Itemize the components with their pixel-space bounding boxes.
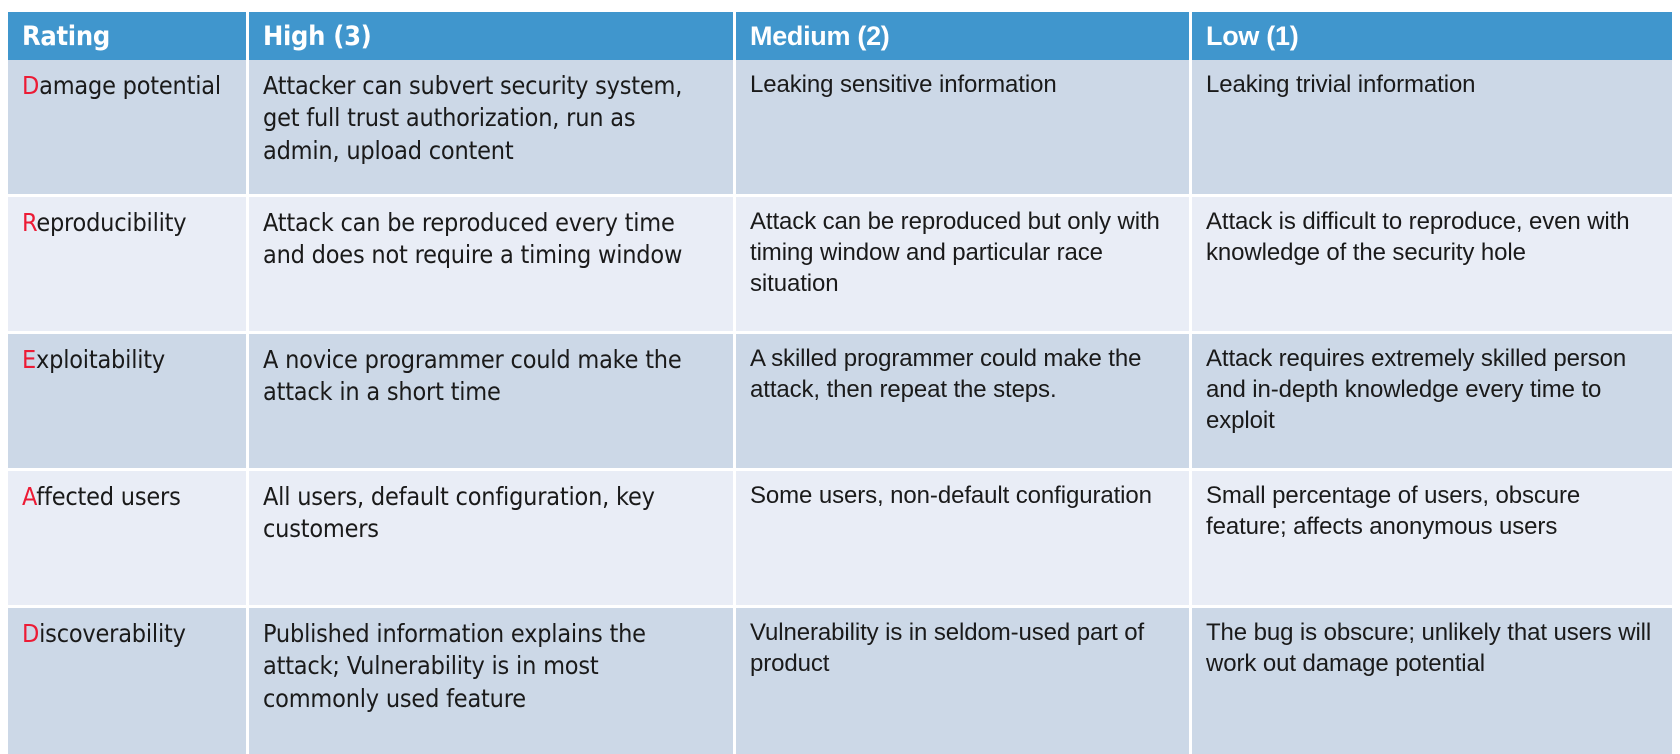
dread-initial-letter: A xyxy=(22,482,37,511)
cell-low: Attack requires extremely skilled person… xyxy=(1192,334,1672,471)
cell-medium: Some users, non-default configuration xyxy=(736,471,1192,608)
cell-high: Attacker can subvert security system, ge… xyxy=(249,60,736,197)
cell-rating: Reproducibility xyxy=(8,197,249,334)
dread-rating-table-container: Rating High (3) Medium (2) Low (1) Damag… xyxy=(8,12,1672,754)
cell-medium: Vulnerability is in seldom-used part of … xyxy=(736,608,1192,754)
column-header-low: Low (1) xyxy=(1192,12,1672,60)
column-header-rating: Rating xyxy=(8,12,249,60)
rating-label-rest: xploitability xyxy=(36,345,166,374)
dread-initial-letter: R xyxy=(22,208,37,237)
cell-low: The bug is obscure; unlikely that users … xyxy=(1192,608,1672,754)
cell-low: Leaking trivial information xyxy=(1192,60,1672,197)
cell-rating: Exploitability xyxy=(8,334,249,471)
dread-rating-table: Rating High (3) Medium (2) Low (1) Damag… xyxy=(8,12,1672,754)
table-row: Reproducibility Attack can be reproduced… xyxy=(8,197,1672,334)
cell-medium: Attack can be reproduced but only with t… xyxy=(736,197,1192,334)
table-body: Damage potential Attacker can subvert se… xyxy=(8,60,1672,754)
dread-initial-letter: D xyxy=(22,71,40,100)
column-header-high: High (3) xyxy=(249,12,736,60)
cell-high: A novice programmer could make the attac… xyxy=(249,334,736,471)
table-header: Rating High (3) Medium (2) Low (1) xyxy=(8,12,1672,60)
cell-high: Published information explains the attac… xyxy=(249,608,736,754)
column-header-medium: Medium (2) xyxy=(736,12,1192,60)
header-row: Rating High (3) Medium (2) Low (1) xyxy=(8,12,1672,60)
dread-initial-letter: E xyxy=(22,345,37,374)
cell-high: Attack can be reproduced every time and … xyxy=(249,197,736,334)
table-row: Damage potential Attacker can subvert se… xyxy=(8,60,1672,197)
cell-rating: Damage potential xyxy=(8,60,249,197)
cell-rating: Affected users xyxy=(8,471,249,608)
cell-low: Attack is difficult to reproduce, even w… xyxy=(1192,197,1672,334)
table-row: Affected users All users, default config… xyxy=(8,471,1672,608)
table-row: Exploitability A novice programmer could… xyxy=(8,334,1672,471)
dread-initial-letter: D xyxy=(22,619,40,648)
rating-label-rest: eproducibility xyxy=(36,208,187,237)
table-row: Discoverability Published information ex… xyxy=(8,608,1672,754)
cell-medium: A skilled programmer could make the atta… xyxy=(736,334,1192,471)
rating-label-rest: ffected users xyxy=(36,482,181,511)
cell-low: Small percentage of users, obscure featu… xyxy=(1192,471,1672,608)
rating-label-rest: amage potential xyxy=(39,71,221,100)
cell-rating: Discoverability xyxy=(8,608,249,754)
cell-high: All users, default configuration, key cu… xyxy=(249,471,736,608)
cell-medium: Leaking sensitive information xyxy=(736,60,1192,197)
rating-label-rest: iscoverability xyxy=(39,619,186,648)
